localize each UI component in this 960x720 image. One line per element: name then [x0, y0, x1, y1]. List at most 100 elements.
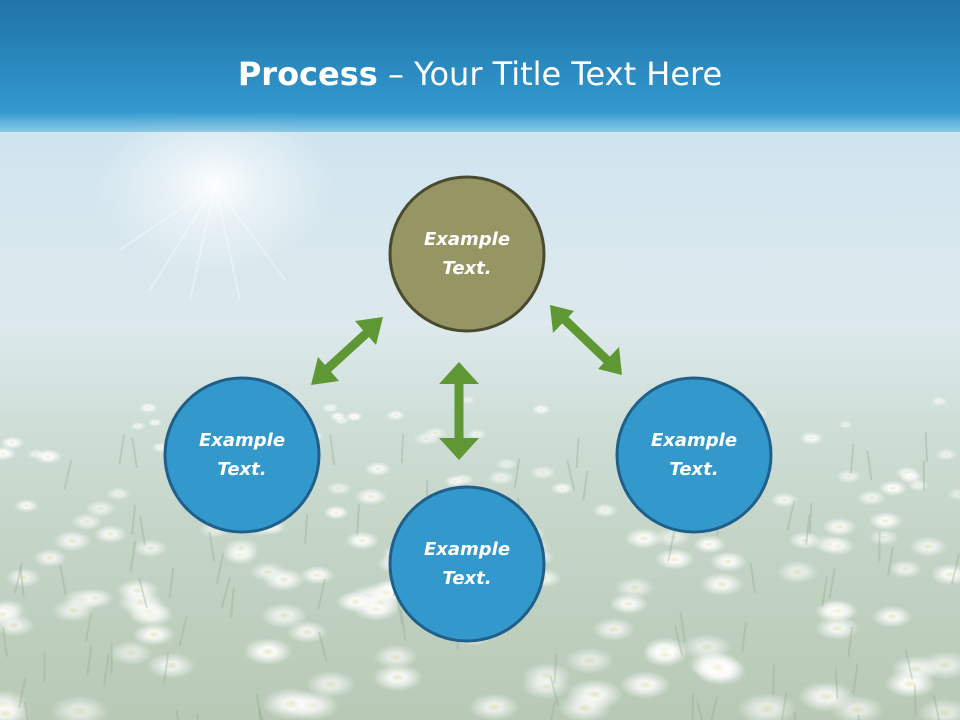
- daisy-flower: [468, 693, 520, 720]
- daisy-flower: [550, 482, 574, 495]
- arrow-head: [550, 305, 574, 333]
- grass-blade: [138, 577, 148, 609]
- grass-blade: [118, 434, 126, 465]
- grass-blade: [924, 432, 929, 463]
- grass-blade: [772, 664, 776, 695]
- grass-blade: [400, 433, 405, 464]
- grass-blade: [63, 459, 73, 490]
- grass-blade: [808, 503, 813, 534]
- grass-blade: [131, 504, 137, 536]
- title-rest: Your Title Text Here: [414, 55, 723, 93]
- title-bold: Process: [237, 55, 378, 93]
- node-circle-left: [163, 376, 321, 534]
- daisy-flower: [682, 633, 732, 661]
- daisy-flower: [372, 664, 423, 692]
- daisy-flower: [262, 568, 305, 592]
- daisy-flower: [592, 503, 619, 518]
- grass-blade: [24, 701, 29, 720]
- grass-blade: [86, 645, 93, 676]
- grass-blade: [904, 649, 914, 680]
- daisy-flower: [4, 567, 42, 588]
- grass-blade: [849, 443, 855, 474]
- daisy-flower: [609, 593, 649, 615]
- daisy-flower: [117, 590, 164, 615]
- daisy-flower: [386, 410, 406, 421]
- daisy-flower: [909, 536, 948, 558]
- daisy-flower: [305, 670, 356, 698]
- grass-blade: [196, 713, 199, 720]
- grass-blade: [847, 626, 853, 658]
- grass-blade: [780, 692, 788, 720]
- daisy-flower: [147, 418, 163, 427]
- daisy-flower: [222, 538, 261, 559]
- grass-blade: [2, 626, 8, 657]
- daisy-flower: [872, 605, 913, 628]
- daisy-flower: [895, 466, 919, 480]
- grass-blade: [674, 625, 684, 656]
- daisy-flower: [815, 616, 860, 640]
- node-line-1: Example: [198, 430, 286, 451]
- daisy-flower: [53, 530, 92, 552]
- daisy-flower: [831, 695, 885, 720]
- daisy-flower: [424, 426, 447, 440]
- daisy-flower: [133, 538, 168, 558]
- daisy-flower: [364, 461, 391, 476]
- grass-blade: [550, 701, 556, 720]
- daisy-flower: [624, 528, 663, 549]
- node-line-1: Example: [650, 430, 738, 451]
- grass-blade: [168, 567, 175, 599]
- node-circle-bottom: [388, 485, 546, 643]
- grass-blade: [933, 695, 941, 720]
- daisy-flower: [557, 693, 612, 720]
- grass-blade: [575, 438, 580, 469]
- daisy-flower: [495, 458, 518, 470]
- arrow-head: [355, 317, 383, 345]
- grass-blade: [749, 562, 756, 594]
- grass-blade: [356, 504, 360, 535]
- daisy-flower: [614, 577, 655, 599]
- daisy-flower: [14, 499, 39, 513]
- grass-blade: [318, 631, 328, 663]
- grass-blade: [691, 693, 694, 720]
- daisy-flower: [856, 489, 887, 506]
- grass-blade: [913, 684, 917, 715]
- daisy-flower: [132, 623, 175, 646]
- daisy-flower: [531, 404, 551, 415]
- daisy-flower: [452, 473, 475, 486]
- daisy-flower: [321, 403, 339, 413]
- daisy-flower: [693, 535, 726, 554]
- grass-blade: [710, 696, 719, 720]
- grass-blade: [950, 553, 960, 585]
- daisy-flower: [522, 662, 572, 690]
- daisy-flower: [299, 565, 335, 585]
- grass-blade: [131, 437, 138, 468]
- daisy-flower: [354, 487, 387, 506]
- daisy-flower: [77, 588, 114, 609]
- arrow-vertical: [439, 362, 479, 460]
- daisy-flower: [49, 695, 110, 720]
- daisy-flower: [770, 492, 799, 508]
- grass-blade: [304, 513, 309, 545]
- node-line-2: Text.: [669, 459, 719, 480]
- daisy-flower: [260, 603, 308, 629]
- grass-blade: [14, 563, 23, 594]
- grass-blade: [139, 515, 146, 546]
- grass-blade: [549, 676, 560, 707]
- daisy-flower: [323, 505, 349, 520]
- daisy-flower: [261, 687, 321, 720]
- daisy-flower: [487, 470, 515, 485]
- daisy-flower: [146, 652, 196, 679]
- grass-blade: [59, 564, 67, 596]
- daisy-flower: [84, 500, 117, 518]
- daisy-flower: [0, 603, 23, 625]
- daisy-flower: [878, 480, 908, 496]
- node-label-left: Example Text.: [167, 426, 317, 484]
- daisy-flower: [467, 429, 487, 440]
- node-label-right: Example Text.: [619, 426, 769, 484]
- daisy-flower: [619, 671, 671, 699]
- daisy-flower: [812, 534, 847, 554]
- daisy-flower: [357, 590, 404, 616]
- daisy-flower: [868, 529, 899, 546]
- arrow-shaft: [559, 314, 613, 366]
